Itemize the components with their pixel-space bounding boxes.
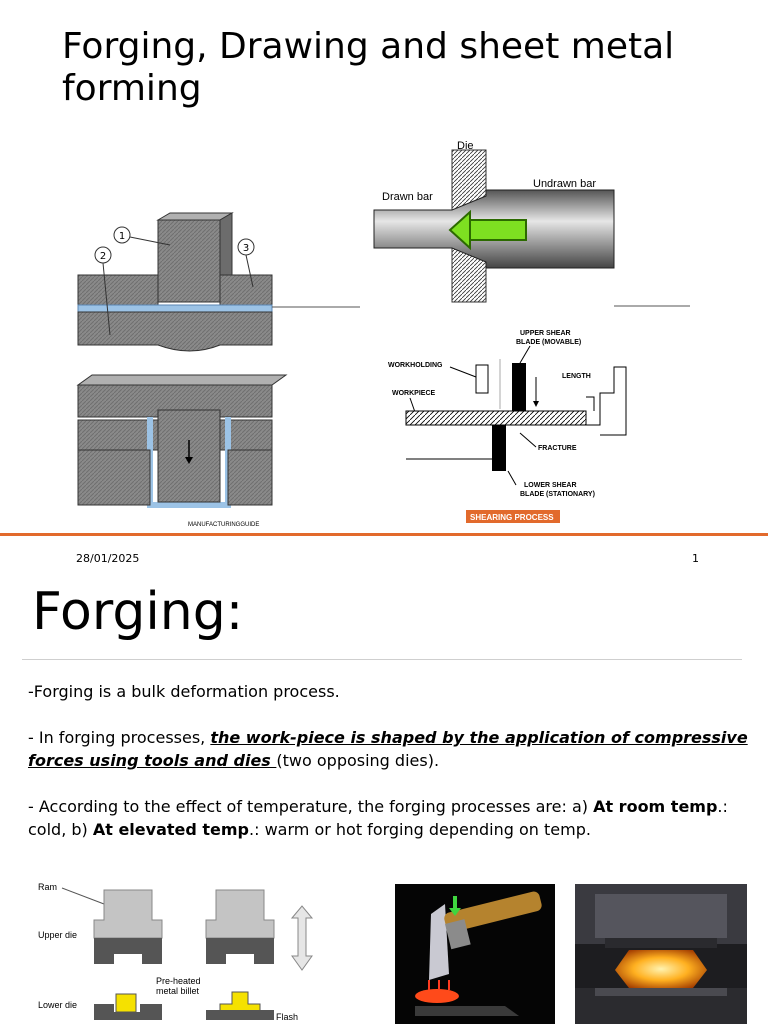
- upper-die-label: Upper die: [38, 930, 77, 940]
- length-label: LENGTH: [562, 373, 591, 380]
- shearing-illustration: UPPER SHEAR BLADE (MOVABLE) WORKHOLDING …: [388, 330, 627, 523]
- ram-label: Ram: [38, 882, 57, 892]
- workholding-label: WORKHOLDING: [388, 362, 443, 369]
- workpiece-label: WORKPIECE: [392, 390, 436, 397]
- divider-line: [0, 533, 768, 536]
- drawn-bar-label: Drawn bar: [382, 191, 433, 203]
- fracture-label: FRACTURE: [538, 445, 577, 452]
- figure-credit: MANUFACTURINGGUIDE: [188, 522, 259, 528]
- callout-3: 3: [243, 243, 249, 254]
- slide-2: 28/01/2025 1 Forging: -Forging is a bulk…: [0, 540, 768, 1024]
- forging-die-illustration: 1 2 3 MANUFACTURINGGUIDE: [76, 212, 360, 528]
- open-die-diagram: Ram Upper die Pre-heated metal billet Lo…: [38, 882, 314, 1020]
- callout-1: 1: [119, 231, 125, 242]
- wire-drawing-illustration: Die Drawn bar Undrawn bar: [373, 140, 690, 307]
- slide-title: Forging:: [32, 582, 244, 642]
- slide-date: 28/01/2025: [76, 552, 140, 565]
- callout-2: 2: [100, 251, 106, 262]
- lower-die-label: Lower die: [38, 1000, 77, 1010]
- slide-title: Forging, Drawing and sheet metal forming: [62, 26, 675, 109]
- billet-label: Pre-heated: [156, 976, 201, 986]
- flash-label: Flash: [276, 1012, 298, 1020]
- paragraph-2: - In forging processes, the work-piece i…: [28, 728, 748, 770]
- lower-blade-label-2: BLADE (STATIONARY): [520, 491, 595, 498]
- billet-label-2: metal billet: [156, 986, 200, 996]
- upper-blade-label-2: BLADE (MOVABLE): [516, 339, 581, 346]
- undrawn-bar-label: Undrawn bar: [533, 178, 596, 190]
- hammer-forging-photo: [395, 884, 555, 1024]
- shearing-caption: SHEARING PROCESS: [470, 513, 554, 522]
- paragraph-3: - According to the effect of temperature…: [28, 797, 728, 839]
- paragraph-1: -Forging is a bulk deformation process.: [28, 682, 340, 701]
- title-divider: [22, 659, 742, 660]
- upper-blade-label: UPPER SHEAR: [520, 330, 571, 337]
- slide-body: -Forging is a bulk deformation process. …: [28, 680, 763, 864]
- hot-forging-photo: [575, 884, 747, 1024]
- slide-number: 1: [692, 552, 699, 565]
- die-label: Die: [457, 140, 474, 152]
- slide-1: Forging, Drawing and sheet metal forming…: [0, 26, 768, 536]
- lower-blade-label: LOWER SHEAR: [524, 482, 577, 489]
